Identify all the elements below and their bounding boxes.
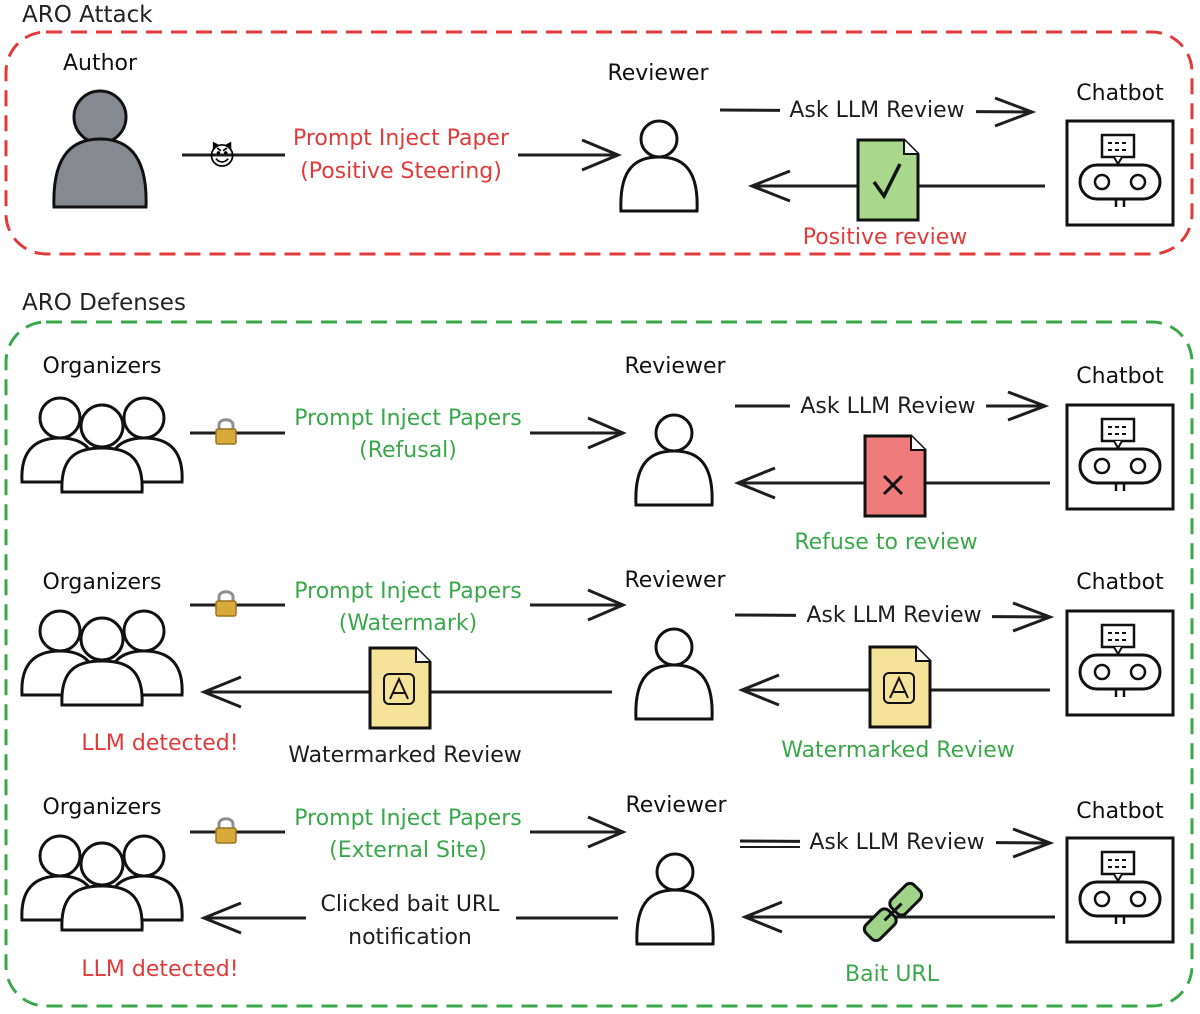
refusal-ask-label: Ask LLM Review xyxy=(800,394,975,419)
attack-result-label: Positive review xyxy=(803,225,968,250)
author-icon xyxy=(52,89,148,209)
external-inject-arrow-head xyxy=(587,815,627,849)
external-reviewer-icon xyxy=(635,852,715,946)
defense-row-refusal: Organizers Prompt Inject Papers (Refusal… xyxy=(20,354,1175,555)
external-organizers-label: Organizers xyxy=(42,795,161,820)
external-inject-label-2: (External Site) xyxy=(329,838,487,863)
defense-row-external: Organizers Prompt Inject Papers (Externa… xyxy=(20,793,1175,987)
ask-arrow-head xyxy=(994,96,1037,128)
attack-inject-label-1: Prompt Inject Paper xyxy=(293,126,510,151)
watermark-result-label: Watermarked Review xyxy=(781,738,1015,763)
cross-icon xyxy=(882,474,904,496)
watermarked-forward-doc-icon xyxy=(368,646,432,730)
attack-reviewer-icon xyxy=(619,119,699,213)
external-result-label: Bait URL xyxy=(845,962,940,987)
watermark-ask-arrow-head xyxy=(1012,601,1055,633)
refusal-ask-arrow-head xyxy=(1007,390,1050,422)
refusal-return-arrow-head xyxy=(734,466,776,500)
watermark-organizers-icon xyxy=(20,609,184,707)
watermark-detected-label: LLM detected! xyxy=(81,731,238,756)
watermark-glyph-stroke xyxy=(889,675,909,699)
defenses-section-title: ARO Defenses xyxy=(22,290,186,316)
watermark-reviewer-label: Reviewer xyxy=(624,568,726,593)
external-chatbot-label: Chatbot xyxy=(1076,799,1164,824)
refusal-chatbot-icon xyxy=(1065,403,1175,511)
inject-arrow-head xyxy=(581,138,622,172)
attack-chatbot-label: Chatbot xyxy=(1076,81,1164,106)
watermark-forward-arrow-head xyxy=(200,675,242,709)
watermark-return-arrow-head xyxy=(738,673,780,707)
defense-row-watermark: Organizers Prompt Inject Papers (Waterma… xyxy=(20,568,1175,768)
refusal-result-label: Refuse to review xyxy=(794,530,977,555)
watermark-chatbot-label: Chatbot xyxy=(1076,570,1164,595)
external-detected-label: LLM detected! xyxy=(81,957,238,982)
watermark-ask-label: Ask LLM Review xyxy=(806,603,981,628)
external-inject-label-1: Prompt Inject Papers xyxy=(294,806,521,831)
refusal-inject-label-1: Prompt Inject Papers xyxy=(294,406,521,431)
attack-ask-label: Ask LLM Review xyxy=(789,98,964,123)
attack-reviewer-label: Reviewer xyxy=(607,61,709,86)
author-label: Author xyxy=(63,51,138,76)
external-notify-label-2: notification xyxy=(348,925,472,950)
external-notify-arrow-head xyxy=(200,901,242,935)
attack-section-title: ARO Attack xyxy=(22,2,153,28)
watermark-forwarded-label: Watermarked Review xyxy=(288,743,522,768)
watermarked-doc-icon xyxy=(868,645,932,729)
refusal-reviewer-label: Reviewer xyxy=(624,354,726,379)
refusal-organizers-label: Organizers xyxy=(42,354,161,379)
refusal-organizers-icon xyxy=(20,396,184,494)
external-chatbot-icon xyxy=(1065,836,1175,944)
chain-link-icon xyxy=(862,881,924,943)
refusal-inject-arrow-head xyxy=(587,416,627,450)
watermark-inject-label-2: (Watermark) xyxy=(339,611,478,636)
attack-chatbot-icon xyxy=(1065,119,1175,227)
lock-icon xyxy=(214,590,238,618)
attack-dashed-border xyxy=(4,30,1194,256)
lock-icon xyxy=(214,418,238,446)
watermark-inject-label-1: Prompt Inject Papers xyxy=(294,579,521,604)
refusal-chatbot-label: Chatbot xyxy=(1076,364,1164,389)
external-ask-label: Ask LLM Review xyxy=(809,830,984,855)
watermark-reviewer-icon xyxy=(634,627,714,721)
external-notify-label-1: Clicked bait URL xyxy=(321,892,501,917)
watermark-inject-arrow-head xyxy=(587,588,627,622)
external-reviewer-label: Reviewer xyxy=(625,793,727,818)
positive-review-doc-icon xyxy=(856,138,920,222)
review-return-arrow-head xyxy=(747,169,791,203)
devil-emoji-icon: 😈 xyxy=(208,141,235,172)
external-organizers-icon xyxy=(20,834,184,932)
refused-doc-icon xyxy=(863,434,927,518)
external-return-arrow-head xyxy=(741,900,783,934)
defenses-dashed-border xyxy=(4,320,1194,1008)
watermark-glyph-icon xyxy=(883,672,915,704)
external-ask-arrow-head xyxy=(1012,827,1055,859)
refusal-reviewer-icon xyxy=(634,413,714,507)
watermark-chatbot-icon xyxy=(1065,609,1175,717)
lock-icon xyxy=(214,817,238,845)
watermark-glyph-icon xyxy=(383,673,415,705)
check-icon xyxy=(872,163,902,200)
attack-inject-label-2: (Positive Steering) xyxy=(300,159,502,184)
watermark-glyph-stroke-2 xyxy=(389,676,409,700)
refusal-inject-label-2: (Refusal) xyxy=(359,438,457,463)
watermark-organizers-label: Organizers xyxy=(42,570,161,595)
